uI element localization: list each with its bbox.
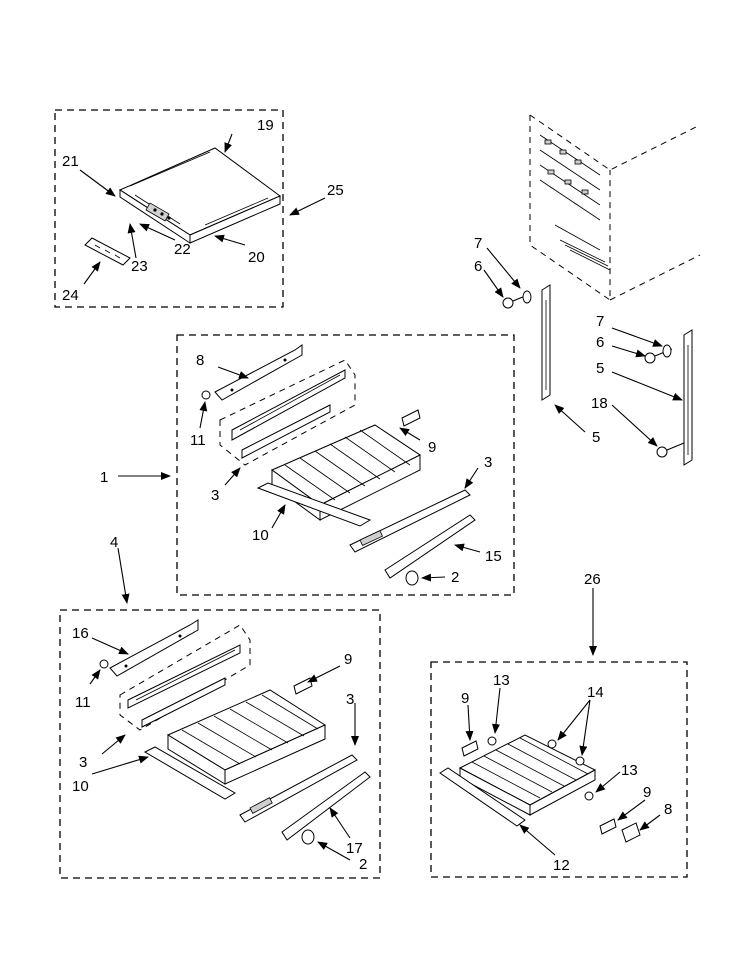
callout-17: 17 <box>346 840 363 857</box>
right-rail <box>683 329 693 466</box>
slide-4-lower <box>141 677 226 728</box>
screw-13b <box>584 791 594 801</box>
callout-22: 22 <box>174 241 191 258</box>
nut-11-4 <box>99 659 109 669</box>
slide-1-upper <box>231 369 346 441</box>
control-bracket <box>84 237 131 266</box>
bracket-15 <box>384 514 476 579</box>
cover-panel-box <box>54 109 284 308</box>
callout-1: 1 <box>100 469 108 486</box>
bracket-8-top <box>214 344 303 401</box>
shelf-frame <box>458 734 597 816</box>
screw-9-4 <box>293 677 313 695</box>
slide-1-lower <box>241 404 331 459</box>
callout-6b: 6 <box>596 334 604 351</box>
slide-subgroup-4 <box>119 624 251 731</box>
callout-18: 18 <box>591 395 608 412</box>
screw-9-26a <box>461 740 479 757</box>
screw-9-1 <box>401 409 421 427</box>
callout-3a: 3 <box>211 487 219 504</box>
callout-11b: 11 <box>75 694 91 711</box>
shelf-assembly-26: 26 9 13 14 13 9 8 12 <box>430 571 688 878</box>
screw-9-26b <box>599 818 617 835</box>
callout-12: 12 <box>553 857 570 874</box>
callout-3b: 3 <box>484 454 492 471</box>
front-trim-10-4 <box>143 746 236 800</box>
slide-subgroup-1 <box>219 359 356 466</box>
cover-panel-group: 19 21 22 23 20 24 25 <box>54 109 344 308</box>
bumper-2-4 <box>301 829 315 845</box>
callout-16: 16 <box>72 625 89 642</box>
callout-21: 21 <box>62 153 79 170</box>
callout-13b: 13 <box>621 762 638 779</box>
callout-3d: 3 <box>346 691 354 708</box>
callout-26: 26 <box>584 571 601 588</box>
left-rail <box>541 284 551 401</box>
drawer-1-box <box>176 334 515 596</box>
callout-3c: 3 <box>79 754 87 771</box>
front-trim-10-1 <box>256 482 372 527</box>
clip-8-26 <box>621 822 641 843</box>
callout-9a: 9 <box>428 439 436 456</box>
drawer-assembly-4: 4 16 11 9 3 3 10 17 2 <box>59 534 381 879</box>
bracket-17 <box>281 771 371 841</box>
shelf-26-box <box>430 661 688 878</box>
bumper-2-1 <box>405 570 419 586</box>
cover-panel <box>118 147 281 244</box>
callout-25: 25 <box>327 182 344 199</box>
drawer-4-box <box>59 609 381 879</box>
callout-23: 23 <box>131 258 148 275</box>
callout-7a: 7 <box>474 235 482 252</box>
washer-7b <box>662 344 672 358</box>
cabinet-group: 7 6 7 6 5 18 5 <box>474 114 701 466</box>
cabinet-vents <box>544 139 611 271</box>
callout-2a: 2 <box>451 569 459 586</box>
nut-11-1 <box>201 390 211 400</box>
callout-24: 24 <box>62 287 79 304</box>
callout-19: 19 <box>257 117 274 134</box>
callout-4: 4 <box>110 534 118 551</box>
callout-6a: 6 <box>474 258 482 275</box>
right-slide-3-4 <box>239 754 358 823</box>
front-trim-12 <box>439 767 526 827</box>
callout-8a: 8 <box>196 352 204 369</box>
screw-14b <box>575 756 585 766</box>
callout-14: 14 <box>587 684 604 701</box>
callout-5a: 5 <box>596 360 604 377</box>
callout-8b: 8 <box>664 801 672 818</box>
callout-11a: 11 <box>190 432 206 449</box>
callout-9d: 9 <box>643 784 651 801</box>
callout-9b: 9 <box>344 651 352 668</box>
callout-7b: 7 <box>596 313 604 330</box>
bracket-16 <box>109 619 199 677</box>
callout-5b: 5 <box>592 429 600 446</box>
wire-basket-4 <box>166 689 327 785</box>
callout-2b: 2 <box>359 856 367 873</box>
washer-7a <box>522 290 532 304</box>
drawer-assembly-1: 1 8 11 9 3 3 10 15 2 <box>100 334 515 596</box>
callout-20: 20 <box>248 249 265 266</box>
callout-10a: 10 <box>252 527 269 544</box>
screw-13a <box>487 736 497 746</box>
screw-18 <box>656 442 685 458</box>
screw-14a <box>547 739 557 749</box>
callout-9c: 9 <box>461 690 469 707</box>
callout-15: 15 <box>485 548 502 565</box>
wire-basket-1 <box>271 424 421 521</box>
callout-10b: 10 <box>72 778 89 795</box>
slide-4-upper <box>127 644 241 709</box>
right-slide-3-1 <box>349 489 471 553</box>
callout-13a: 13 <box>493 672 510 689</box>
